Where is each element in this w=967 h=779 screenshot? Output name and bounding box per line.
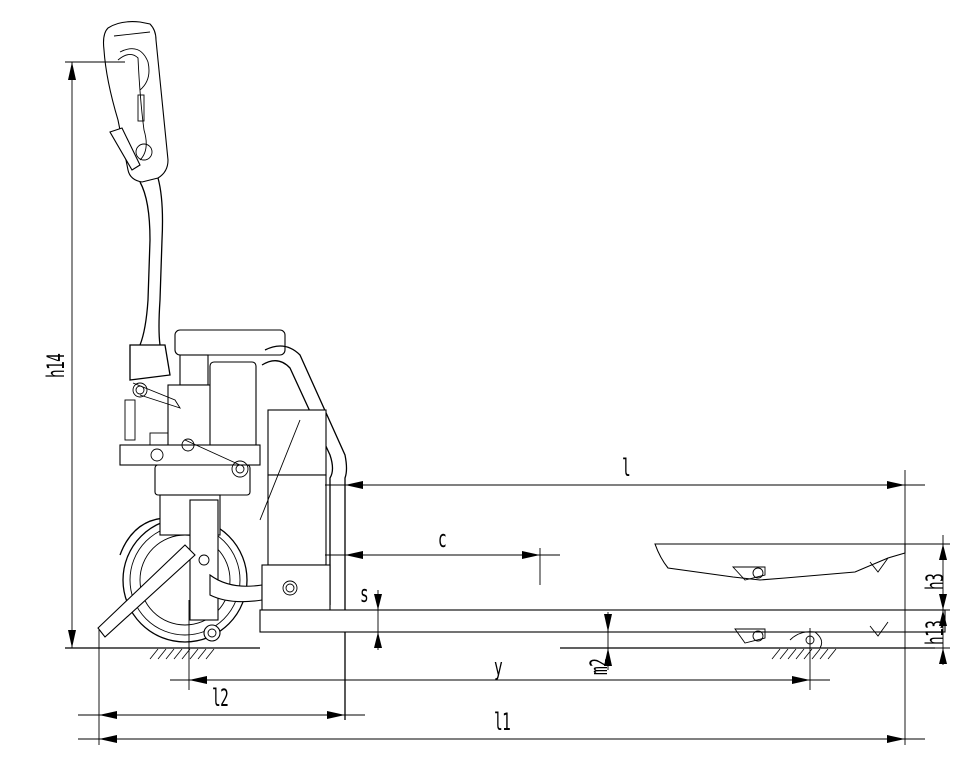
label-h14: h14 — [42, 353, 70, 378]
label-l2: l2 — [212, 684, 229, 712]
tiller-handle — [102, 21, 171, 381]
drive-unit — [119, 329, 348, 720]
dimension-l — [325, 481, 925, 489]
label-m2: m2 — [585, 658, 613, 675]
label-l: l — [622, 454, 631, 482]
label-s: s — [360, 580, 369, 608]
dimension-h3-h13 — [904, 470, 950, 745]
dimension-m2 — [604, 612, 612, 670]
dimension-c — [325, 548, 560, 585]
drive-wheel — [97, 494, 263, 643]
dimension-l2 — [78, 630, 365, 745]
dimension-s — [374, 590, 382, 650]
lowered-fork-wheels — [570, 621, 889, 649]
label-h13: h13 — [921, 620, 949, 645]
ground-line — [65, 647, 935, 660]
dimension-h14 — [65, 61, 125, 648]
label-c: c — [438, 525, 447, 553]
dimension-l1 — [78, 735, 925, 743]
label-h3: h3 — [921, 573, 949, 590]
label-y: y — [494, 653, 503, 681]
lifted-fork — [654, 543, 906, 581]
label-l1: l1 — [494, 708, 511, 736]
dimension-y — [170, 600, 830, 690]
